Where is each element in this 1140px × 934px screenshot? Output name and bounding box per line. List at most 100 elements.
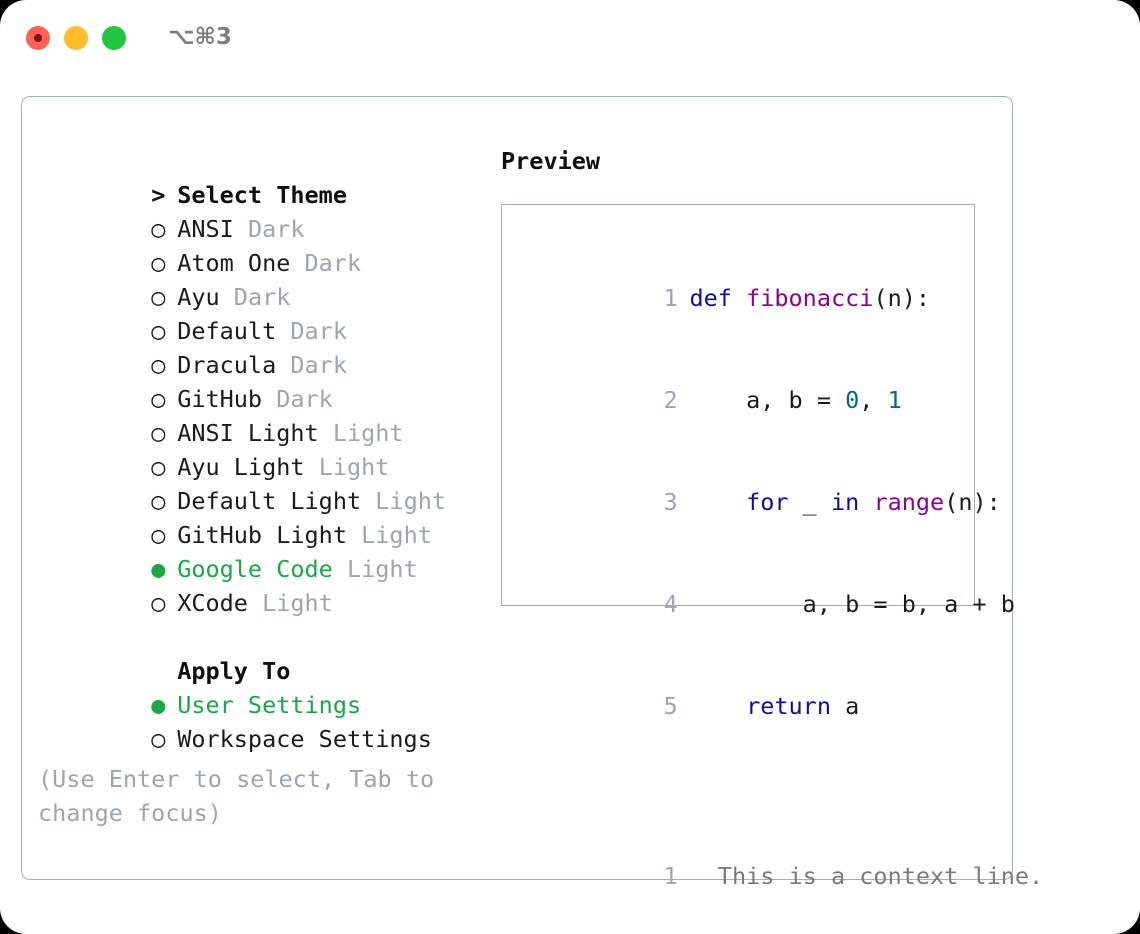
line-number: 1: [663, 862, 678, 890]
theme-item-default[interactable]: ○ Default Dark: [38, 280, 478, 345]
theme-item-label: ANSI: [177, 215, 234, 243]
code-token: _: [788, 488, 831, 516]
code-line: 1 def fibonacci(n):: [522, 247, 966, 349]
theme-item-label: Dracula: [177, 351, 277, 379]
line-number: 5: [663, 692, 678, 720]
theme-item-github-light[interactable]: ○ GitHub Light Light: [38, 484, 478, 549]
theme-item-variant: Dark: [233, 283, 291, 311]
theme-item-default-light[interactable]: ○ Default Light Light: [38, 450, 478, 515]
theme-item-label: GitHub Light: [177, 521, 347, 549]
theme-item-variant: Light: [318, 453, 390, 481]
diff-text: This is a context line.: [717, 862, 1044, 890]
line-number: 4: [663, 590, 678, 618]
theme-item-ayu[interactable]: ○ Ayu Dark: [38, 246, 478, 311]
prompt-caret-icon: >: [151, 181, 166, 209]
theme-item-variant: Light: [332, 419, 404, 447]
radio-unselected-icon: ○: [151, 351, 166, 379]
theme-item-label: XCode: [177, 589, 248, 617]
code-line: 3 for _ in range(n):: [522, 451, 1000, 553]
preview-column: Preview: [501, 144, 991, 178]
radio-unselected-icon: ○: [151, 249, 166, 277]
theme-item-label: Atom One: [177, 249, 291, 277]
code-token: a, b = b, a + b: [689, 590, 1015, 618]
apply-to-header-label: Apply To: [177, 657, 291, 685]
title-bar: ⌥⌘3: [0, 0, 1140, 78]
code-token: return: [746, 692, 831, 720]
theme-item-label: GitHub: [177, 385, 263, 413]
radio-unselected-icon: ○: [151, 453, 166, 481]
code-line: 5 return a: [522, 655, 966, 757]
code-token: in: [830, 488, 860, 516]
diff-line-context: 1 This is a context line.: [522, 825, 1043, 927]
code-token: range: [873, 488, 945, 516]
theme-item-xcode[interactable]: ○ XCode Light: [38, 552, 478, 617]
theme-item-variant: Dark: [290, 351, 347, 379]
radio-unselected-icon: ○: [151, 419, 166, 447]
diff-sign: [689, 862, 703, 890]
radio-unselected-icon: ○: [151, 283, 166, 311]
theme-item-label: Ayu Light: [177, 453, 305, 481]
preview-title: Preview: [501, 147, 601, 175]
line-number: 3: [663, 488, 678, 516]
theme-selector-panel: >Select Theme ○ANSI Dark ○Atom One Dark …: [21, 96, 1043, 890]
radio-unselected-icon: ○: [151, 521, 166, 549]
code-blank-line: [522, 757, 966, 791]
theme-item-github[interactable]: ○ GitHub Dark: [38, 348, 478, 413]
theme-item-variant: Light: [262, 589, 333, 617]
code-token: fibonacci: [746, 284, 874, 312]
theme-item-google-code[interactable]: ●Google Code Light: [38, 518, 478, 583]
radio-unselected-icon: ○: [151, 317, 166, 345]
theme-item-variant: Light: [375, 487, 447, 515]
code-token: [689, 488, 746, 516]
line-number: 1: [663, 284, 678, 312]
apply-to-option-label: Workspace Settings: [177, 725, 432, 753]
theme-item-label: Google Code: [177, 555, 333, 583]
theme-item-ansi-light[interactable]: ○ ANSI Light Light: [38, 382, 478, 447]
theme-item-variant: Dark: [276, 385, 333, 413]
code-token: ,: [859, 386, 888, 414]
theme-item-ansi[interactable]: ○ANSI Dark: [38, 178, 478, 243]
theme-list-header-label: Select Theme: [177, 181, 347, 209]
apply-to-indent: [151, 654, 177, 688]
minimize-window-button[interactable]: [64, 26, 88, 50]
theme-item-variant: Dark: [290, 317, 347, 345]
code-token: [732, 284, 746, 312]
code-token: (n):: [873, 284, 931, 312]
theme-item-label: Default Light: [177, 487, 362, 515]
code-line: 4 a, b = b, a + b: [522, 553, 1014, 655]
theme-item-label: Default: [177, 317, 277, 345]
theme-item-label: Ayu: [177, 283, 220, 311]
apply-to-workspace-settings[interactable]: ○ Workspace Settings: [38, 688, 478, 753]
radio-unselected-icon: ○: [151, 487, 166, 515]
theme-item-dracula[interactable]: ○ Dracula Dark: [38, 314, 478, 379]
code-token: [859, 488, 873, 516]
code-blank-line: [522, 791, 966, 825]
code-token: a, b =: [689, 386, 846, 414]
theme-list-header: > Select Theme: [38, 144, 478, 209]
maximize-window-button[interactable]: [102, 26, 126, 50]
code-token: def: [689, 284, 732, 312]
theme-list-column: >Select Theme ○ANSI Dark ○Atom One Dark …: [38, 144, 478, 753]
radio-unselected-icon: ○: [151, 215, 166, 243]
radio-unselected-icon: ○: [151, 589, 166, 617]
line-number: 2: [663, 386, 678, 414]
window-title: ⌥⌘3: [168, 24, 232, 50]
theme-item-variant: Dark: [304, 249, 362, 277]
radio-selected-icon: ●: [151, 555, 166, 583]
apply-to-header: Apply To: [38, 620, 478, 685]
close-window-button[interactable]: [26, 26, 50, 50]
radio-unselected-icon: ○: [151, 725, 166, 753]
code-line: 2 a, b = 0, 1: [522, 349, 966, 451]
theme-item-atom-one[interactable]: ○ Atom One Dark: [38, 212, 478, 277]
code-preview-box: 1 def fibonacci(n): 2 a, b = 0, 1 3 for _…: [501, 204, 1043, 890]
apply-to-user-settings[interactable]: ● User Settings: [38, 654, 478, 719]
window-controls: [26, 26, 126, 50]
radio-selected-icon: ●: [151, 691, 166, 719]
code-preview-content: 1 def fibonacci(n): 2 a, b = 0, 1 3 for _…: [522, 247, 1043, 934]
apply-to-option-label: User Settings: [177, 691, 362, 719]
code-token: a: [830, 692, 860, 720]
theme-item-label: ANSI Light: [177, 419, 319, 447]
theme-item-ayu-light[interactable]: ○ Ayu Light Light: [38, 416, 478, 481]
code-token: 1: [887, 386, 902, 414]
